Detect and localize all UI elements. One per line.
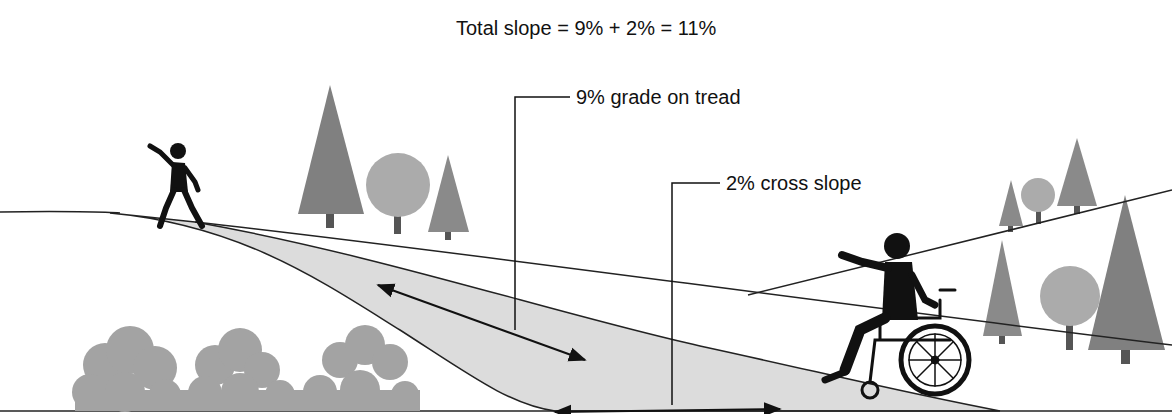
tree-group xyxy=(326,212,334,228)
walking-person xyxy=(184,190,202,226)
tree-group xyxy=(1057,138,1097,206)
callout-label: 9% grade on tread xyxy=(574,85,743,109)
tree-group xyxy=(1088,195,1165,350)
wheelchair-user xyxy=(862,382,878,398)
slope-arrow xyxy=(555,409,780,412)
bush-group xyxy=(75,390,420,411)
wheelchair-user xyxy=(931,356,939,364)
trail-ground xyxy=(0,190,1172,411)
leader-line xyxy=(515,97,570,330)
trail-ground xyxy=(0,212,120,213)
tree-group xyxy=(298,85,469,240)
bush-group xyxy=(72,325,420,412)
walking-person xyxy=(150,146,174,166)
leader-line xyxy=(515,97,720,405)
walking-person xyxy=(170,143,186,159)
slope-arrow xyxy=(378,285,780,412)
wheelchair-user xyxy=(912,275,935,305)
tree-group xyxy=(1040,266,1100,326)
tree-group xyxy=(1121,348,1130,364)
slope-arrow xyxy=(378,285,585,360)
tree-group xyxy=(366,153,430,217)
tree-group xyxy=(298,85,364,214)
wheelchair-user xyxy=(909,334,961,386)
wheelchair-user xyxy=(901,326,969,394)
wheelchair-user xyxy=(825,372,845,380)
trail-ground xyxy=(110,213,1000,411)
tree-group xyxy=(1021,178,1055,212)
diagram-title: Total slope = 9% + 2% = 11% xyxy=(454,16,718,40)
wheelchair-user xyxy=(909,334,961,386)
leader-line xyxy=(672,183,720,405)
walking-person xyxy=(160,190,174,226)
tree-group xyxy=(999,180,1023,226)
wheelchair-user xyxy=(825,233,969,398)
tree-group xyxy=(428,155,469,232)
callout-label: 2% cross slope xyxy=(724,171,864,195)
walking-person xyxy=(185,168,198,190)
tree-group xyxy=(983,138,1165,364)
wheelchair-user xyxy=(845,318,885,370)
trail-ground xyxy=(748,190,1172,295)
trail-ground xyxy=(195,222,1172,345)
wheelchair-user xyxy=(842,255,888,268)
walking-person xyxy=(150,143,202,226)
bush-group xyxy=(372,344,408,380)
wheelchair-user xyxy=(884,233,910,259)
